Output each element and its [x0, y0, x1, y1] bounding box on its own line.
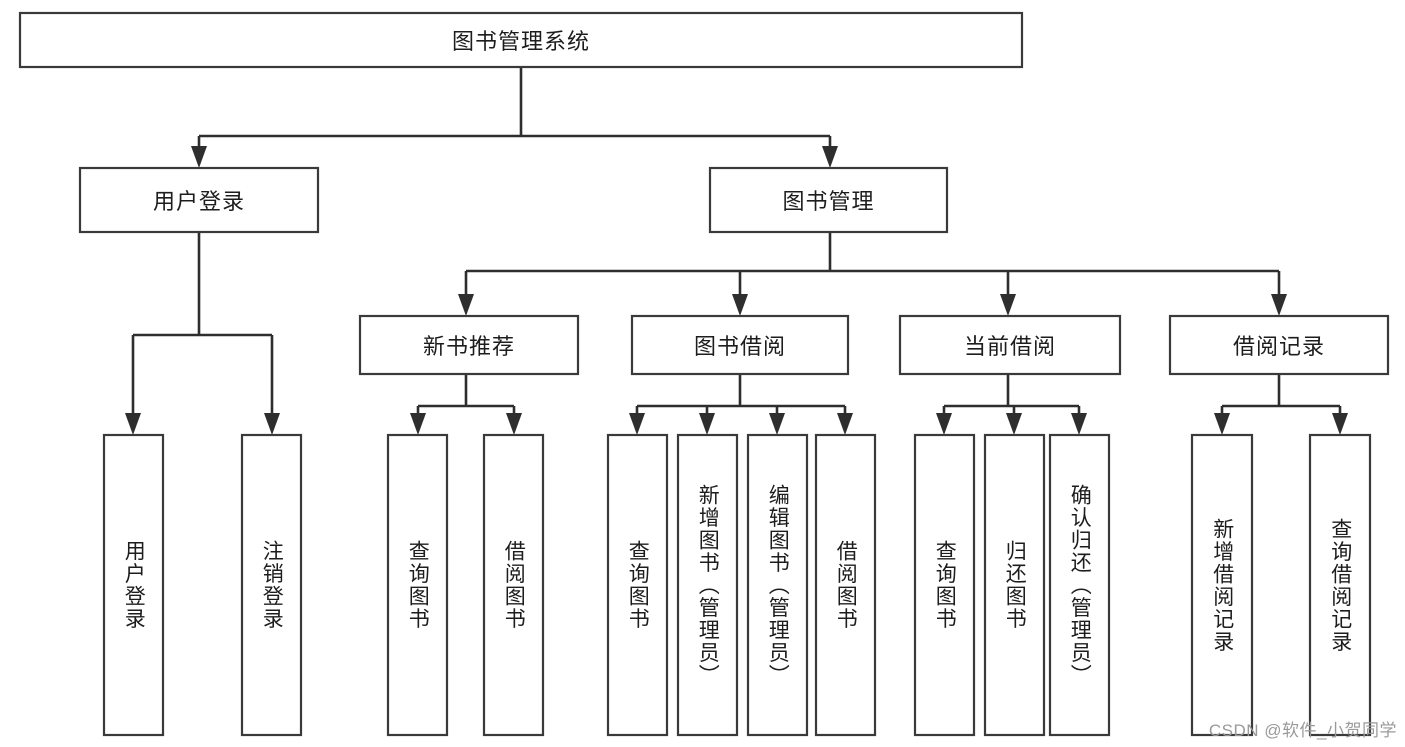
node-box-leaf-current-0[interactable] — [913, 433, 976, 737]
node-box-current-borrow[interactable] — [898, 314, 1122, 376]
arrow-head-borrow-leaf2 — [699, 413, 715, 435]
node-box-leaf-record-1[interactable] — [1308, 433, 1372, 737]
arrow-head-user-login-leaf2 — [264, 413, 280, 435]
connector-group-current — [936, 374, 1087, 435]
node-box-leaf-user-login-0[interactable] — [102, 433, 165, 737]
arrow-head-record-leaf2 — [1332, 413, 1348, 435]
node-box-new-book-recommend[interactable] — [358, 314, 580, 376]
node-box-leaf-user-login-1[interactable] — [240, 433, 303, 737]
connector-group-book-mgmt — [458, 232, 1287, 316]
arrow-head-current-leaf3 — [1071, 413, 1087, 435]
node-box-leaf-borrow-0[interactable] — [606, 433, 669, 737]
arrow-head-recommend-leaf2 — [506, 413, 522, 435]
connector-group-record — [1214, 374, 1348, 435]
arrow-head-recommend — [458, 294, 474, 316]
watermark: CSDN @软件_小贺同学 — [1208, 721, 1397, 740]
arrow-head-user-login — [191, 146, 207, 168]
node-box-borrow-record[interactable] — [1168, 314, 1390, 376]
node-box-root[interactable] — [18, 11, 1024, 69]
node-box-leaf-current-1[interactable] — [983, 433, 1046, 737]
node-box-leaf-record-0[interactable] — [1190, 433, 1254, 737]
arrow-head-current — [1000, 294, 1016, 316]
arrow-head-book-mgmt — [822, 146, 838, 168]
node-box-book-mgmt[interactable] — [708, 166, 949, 234]
connector-group-user-login — [125, 232, 280, 435]
node-box-leaf-borrow-1[interactable] — [676, 433, 739, 737]
arrow-head-current-leaf1 — [936, 413, 952, 435]
node-box-leaf-current-2[interactable] — [1048, 433, 1111, 737]
arrow-head-borrow-leaf4 — [837, 413, 853, 435]
arrow-head-record — [1271, 294, 1287, 316]
arrow-head-borrow — [732, 294, 748, 316]
arrow-head-recommend-leaf1 — [410, 413, 426, 435]
connector-group-root — [191, 67, 838, 168]
arrow-head-user-login-leaf1 — [125, 413, 141, 435]
node-box-book-borrow[interactable] — [630, 314, 850, 376]
node-box-leaf-recommend-1[interactable] — [482, 433, 545, 737]
connector-group-borrow — [629, 374, 853, 435]
node-box-leaf-recommend-0[interactable] — [386, 433, 449, 737]
arrow-head-borrow-leaf1 — [629, 413, 645, 435]
node-box-leaf-borrow-3[interactable] — [814, 433, 877, 737]
node-box-user-login[interactable] — [78, 166, 320, 234]
arrow-head-current-leaf2 — [1006, 413, 1022, 435]
node-box-leaf-borrow-2[interactable] — [746, 433, 809, 737]
arrow-head-record-leaf1 — [1214, 413, 1230, 435]
connector-group-recommend — [410, 374, 522, 435]
arrow-head-borrow-leaf3 — [769, 413, 785, 435]
